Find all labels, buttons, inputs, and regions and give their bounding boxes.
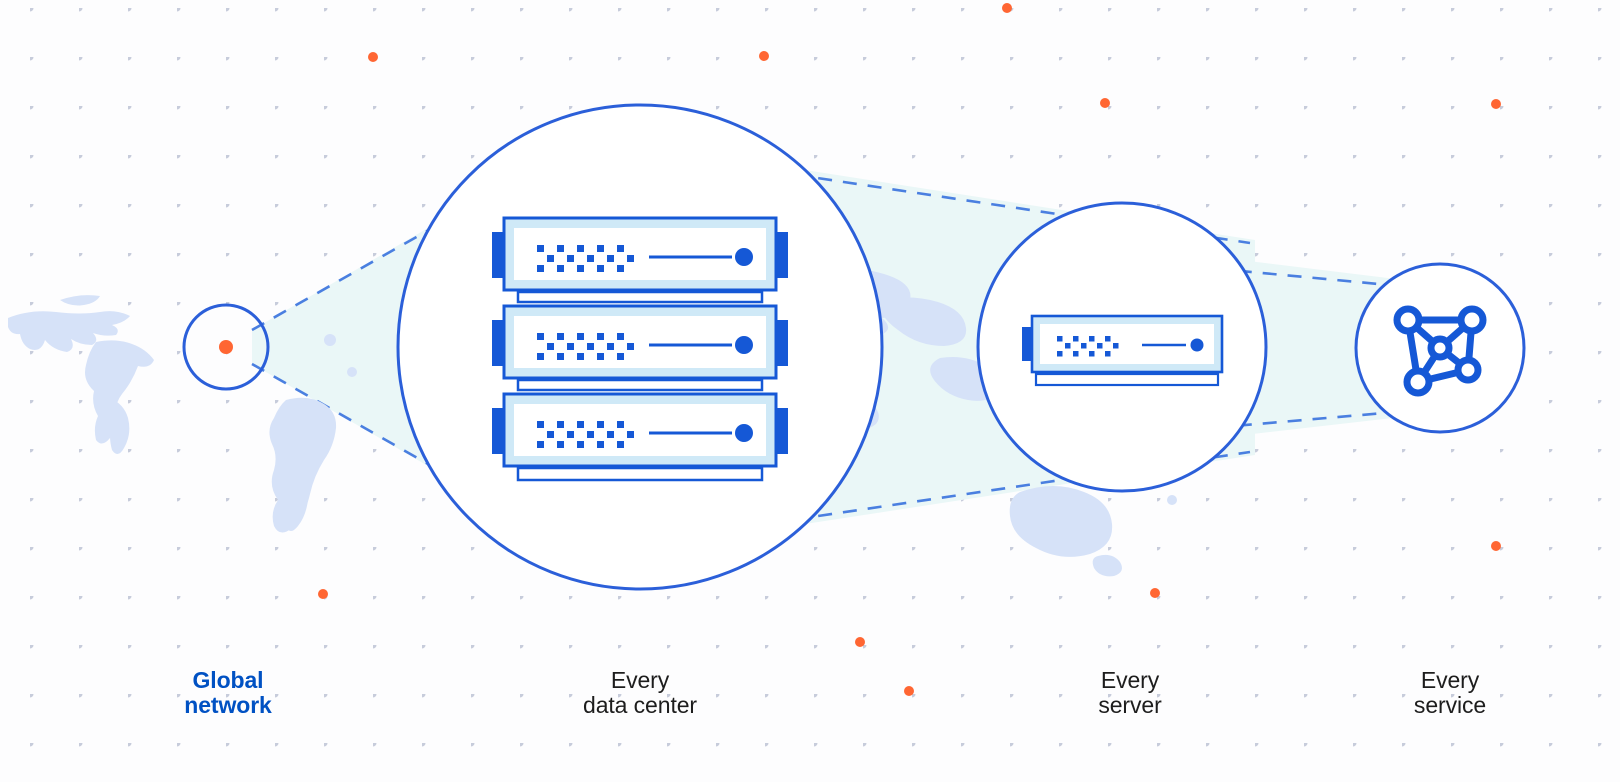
global-network-focus-circle[interactable] (182, 303, 270, 391)
orange-dot (1100, 98, 1110, 108)
label-global-network: Global network (184, 667, 272, 718)
orange-dot (318, 589, 328, 599)
label-data-center: Every data center (583, 667, 697, 718)
label-service: Every service (1413, 667, 1487, 718)
rack-unit-3 (492, 392, 788, 482)
stage-server[interactable] (976, 201, 1268, 493)
network-mesh-nodes (1393, 305, 1487, 397)
orange-dot (904, 686, 914, 696)
orange-dot (1491, 99, 1501, 109)
orange-dot (1002, 3, 1012, 13)
rack-unit-2 (492, 304, 788, 392)
label-server: Every server (1098, 667, 1162, 718)
orange-dot (368, 52, 378, 62)
orange-dot (1150, 588, 1160, 598)
global-network-marker-dot (219, 340, 233, 354)
server-rack-icon (492, 216, 788, 482)
stage-service[interactable] (1354, 262, 1526, 434)
orange-dot (759, 51, 769, 61)
rack-unit-1 (492, 216, 788, 304)
orange-accent-dots (318, 3, 1501, 696)
orange-dot (855, 637, 865, 647)
orange-dot (1491, 541, 1501, 551)
stage-data-center[interactable] (396, 103, 884, 591)
server-unit-icon (1022, 314, 1224, 387)
